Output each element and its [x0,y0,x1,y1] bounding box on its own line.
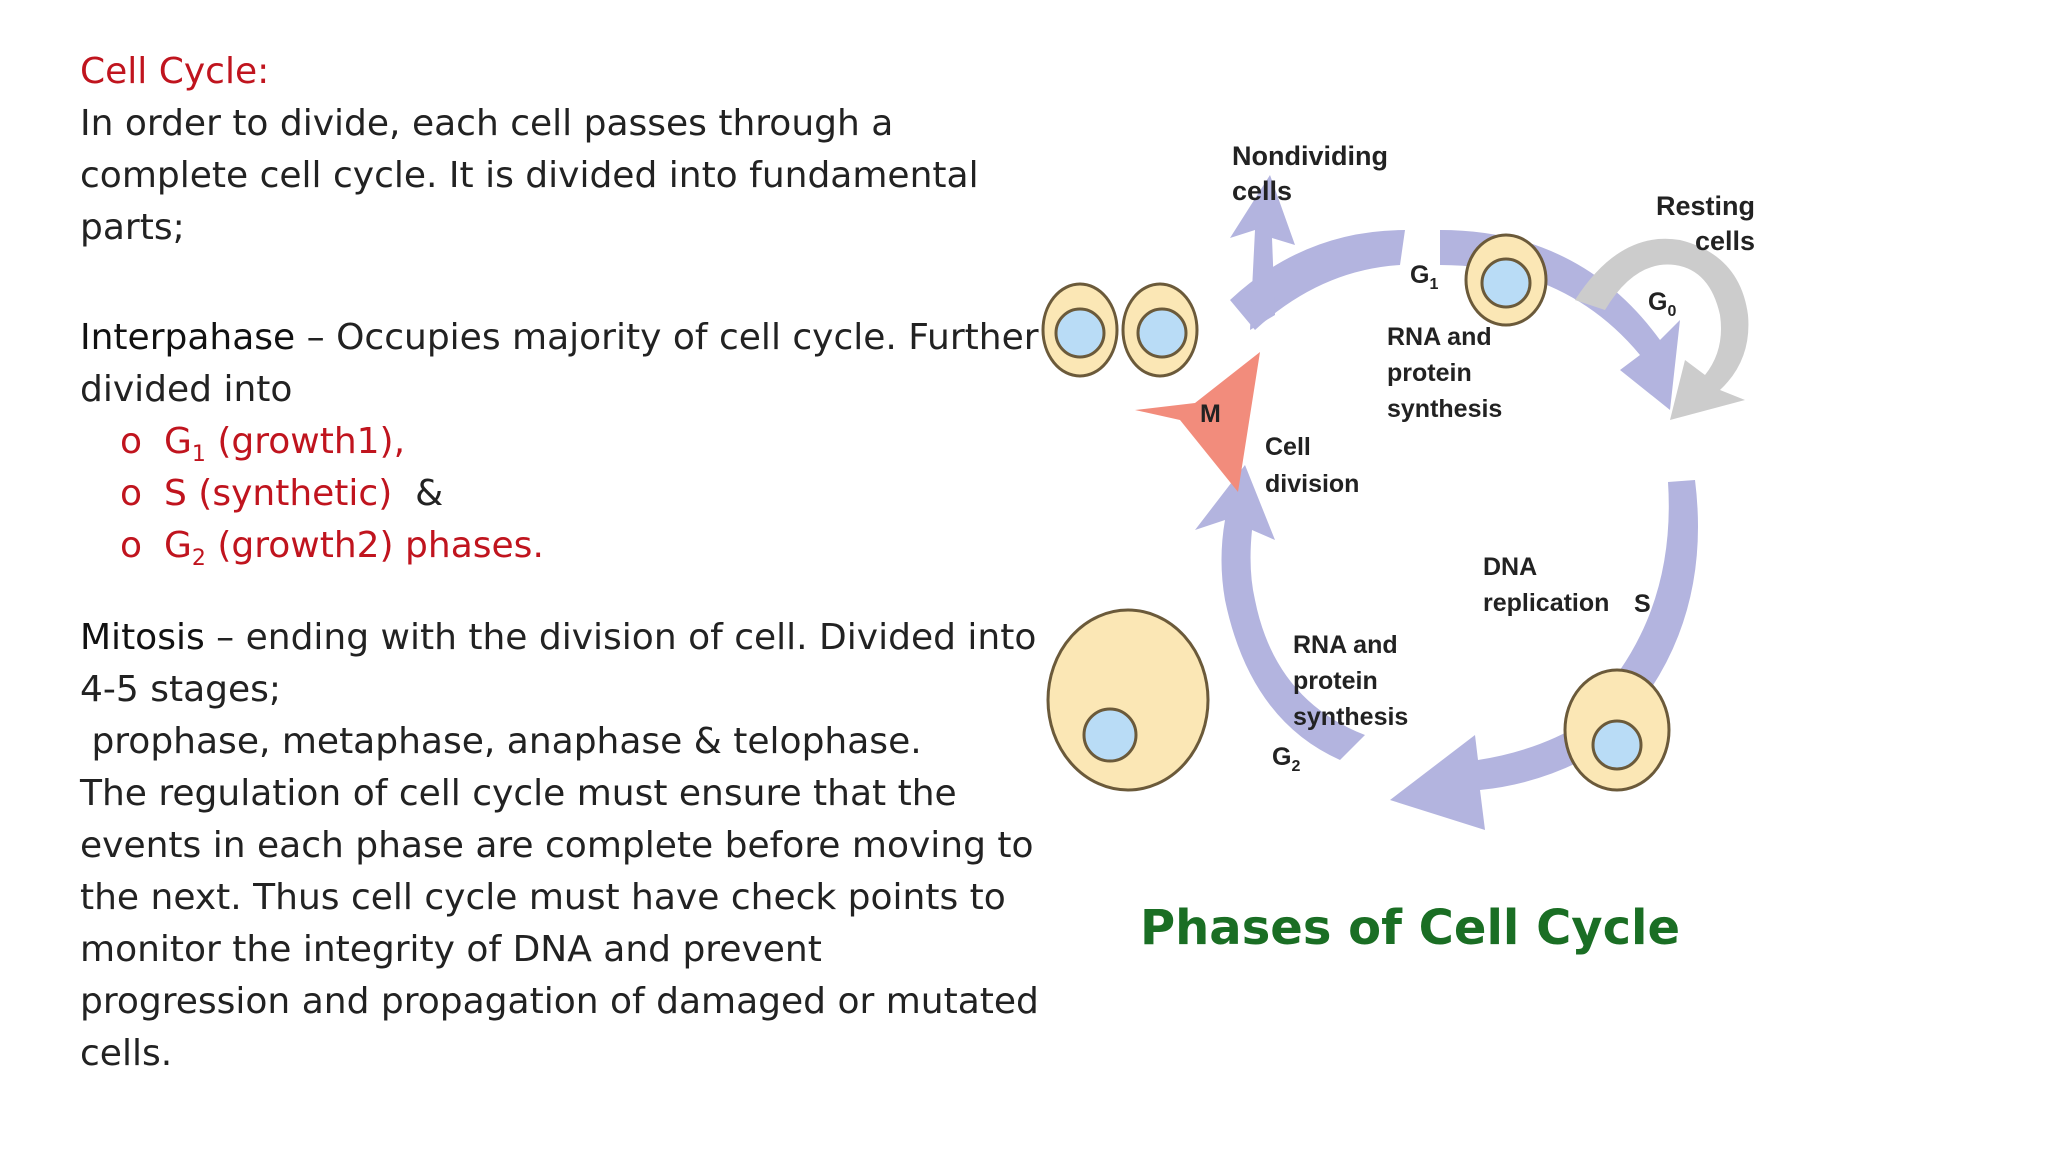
label-rna-protein-bottom-line1: RNA and [1293,631,1398,659]
label-dna-line1: DNA [1483,553,1537,581]
label-rna-protein-bottom-line3: synthesis [1293,703,1408,731]
resting-loop-arrow [1575,238,1749,420]
bullet-circle-icon: o [120,525,143,566]
mitosis-description: – ending with the division of cell. Divi… [80,617,1037,710]
label-nondividing-line2: cells [1232,176,1292,206]
interphase-term: Interpahase [80,317,296,358]
cell-cycle-heading: Cell Cycle: [80,51,270,92]
list-item: o S (synthetic) & [80,468,1040,520]
label-rna-protein-top-line1: RNA and [1387,323,1492,351]
label-rna-protein-top-line2: protein [1387,359,1472,387]
bullet-g1: G1 (growth1), [164,421,406,468]
label-rna-protein-top-line3: synthesis [1387,395,1502,423]
text-column: Cell Cycle: In order to divide, each cel… [80,46,1040,1080]
interphase-bullet-list: o G1 (growth1), o S (synthetic) & o G2 (gro… [80,416,1040,572]
g1-cell [1464,233,1548,327]
label-dna-line2: replication [1483,589,1609,617]
figure-title: Phases of Cell Cycle [1139,900,1681,956]
bullet-s-ampersand: & [392,473,444,514]
label-cell-division-line1: Cell [1265,433,1311,461]
bullet-circle-icon: o [120,473,143,514]
bullet-s: S (synthetic) [164,473,393,514]
intro-paragraph: In order to divide, each cell passes thr… [80,103,979,248]
interphase-description: – Occupies majority of cell cycle. Furth… [80,317,1039,410]
label-rna-protein-bottom-line2: protein [1293,667,1378,695]
g2-cell [1046,608,1210,792]
label-g0: G0 [1648,288,1676,320]
cycle-arrow-mitosis-up [1195,465,1365,760]
label-s: S [1634,590,1651,618]
m-phase-arrow [1135,352,1260,492]
cycle-arrow-s [1440,230,1680,410]
label-g1: G1 [1410,261,1438,293]
interphase-paragraph: Interpahase – Occupies majority of cell … [80,312,1040,416]
cell-cycle-diagram: Nondividing cells Resting cells G1 G0 RN… [1020,120,1820,880]
list-item: o G1 (growth1), [80,416,1040,468]
list-item: o G2 (growth2) phases. [80,520,1040,572]
label-resting-line1: Resting [1656,191,1755,221]
label-m: M [1200,400,1221,428]
nondividing-arrow [1230,175,1295,330]
regulation-paragraph: The regulation of cell cycle must ensure… [80,773,1039,1074]
bullet-g2: G2 (growth2) phases. [164,525,544,572]
cycle-arrow-dna [1620,480,1698,690]
daughter-cell-left [1041,282,1119,378]
stages-line: prophase, metaphase, anaphase & telophas… [80,721,922,762]
mitosis-paragraph: Mitosis – ending with the division of ce… [80,612,1040,716]
label-g2: G2 [1272,743,1300,775]
mitosis-term: Mitosis [80,617,205,658]
label-nondividing-line1: Nondividing [1232,141,1388,171]
bullet-circle-icon: o [120,421,143,462]
label-resting-line2: cells [1695,226,1755,256]
cell-cycle-svg: Nondividing cells Resting cells G1 G0 RN… [1041,141,1755,830]
label-cell-division-line2: division [1265,470,1359,498]
daughter-cell-right [1121,282,1199,378]
s-cell [1563,668,1671,792]
